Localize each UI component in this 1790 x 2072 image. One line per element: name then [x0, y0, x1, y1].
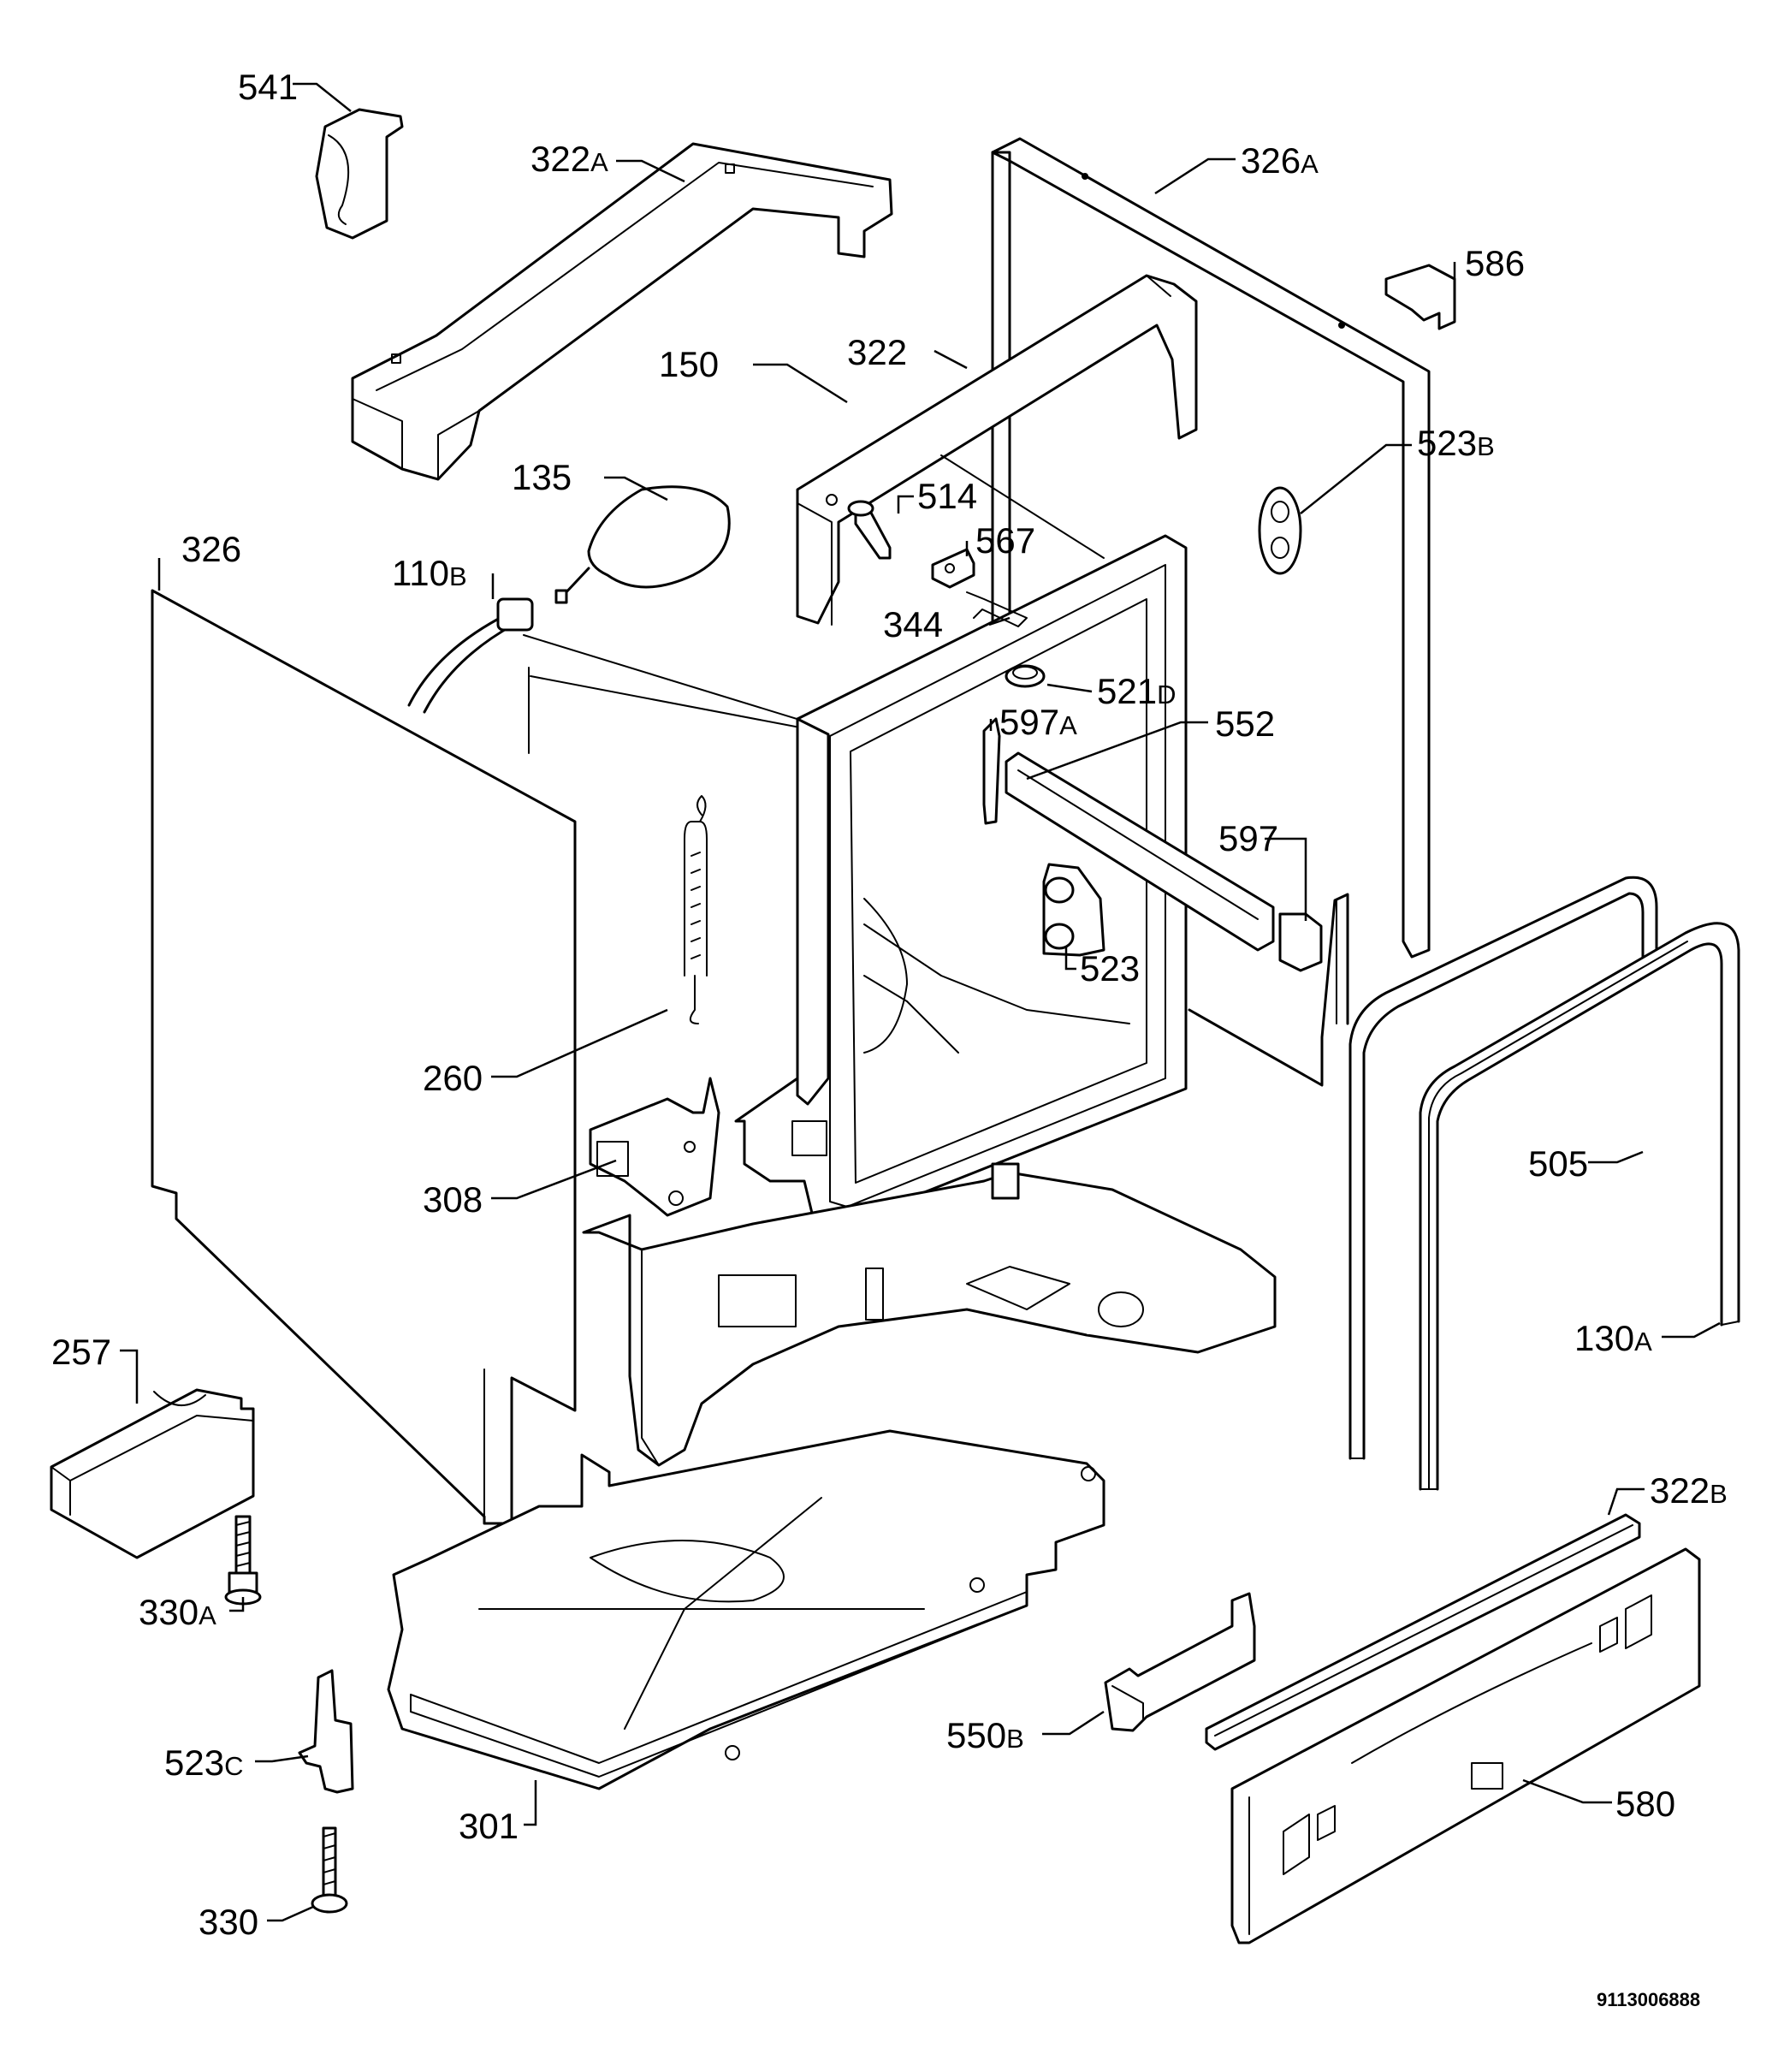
callout-567: 567 — [975, 520, 1035, 561]
part-308-hinge — [589, 1077, 720, 1217]
part-514-pin — [847, 500, 892, 560]
callout-580: 580 — [1615, 1784, 1675, 1824]
part-135-detergent-lid — [554, 485, 731, 604]
part-322a-top-rear-bracket — [351, 142, 893, 481]
callout-257: 257 — [51, 1332, 111, 1372]
callout-523c: 523C — [164, 1742, 243, 1783]
callout-110b: 110B — [392, 553, 467, 593]
callout-344: 344 — [883, 604, 943, 644]
part-541-clip — [315, 108, 404, 240]
part-344-spring-clip — [966, 591, 1028, 627]
drawing-code: 9113006888 — [1597, 1989, 1700, 2010]
part-523-valve — [1042, 863, 1105, 957]
part-tub-outline — [523, 454, 1105, 754]
callout-523: 523 — [1080, 948, 1140, 989]
part-130a-seal — [1419, 922, 1740, 1491]
part-330-screw — [311, 1826, 348, 1914]
callout-322: 322 — [847, 332, 907, 372]
callout-326a: 326A — [1241, 140, 1319, 181]
callout-301: 301 — [459, 1806, 519, 1846]
callout-552: 552 — [1215, 704, 1275, 744]
part-586-bracket — [1384, 264, 1456, 330]
part-322b-kick-rail — [1205, 1513, 1641, 1751]
part-301-bottom-pan — [387, 1429, 1105, 1790]
callout-322b: 322B — [1650, 1470, 1728, 1511]
callout-550b: 550B — [946, 1715, 1024, 1755]
callout-330: 330 — [199, 1902, 258, 1942]
part-257-foot — [50, 1388, 255, 1559]
callout-597: 597 — [1218, 818, 1278, 858]
callout-330a: 330A — [139, 1592, 216, 1632]
part-580-kickplate — [1230, 1547, 1701, 1944]
callout-597a: 597A — [999, 702, 1077, 742]
callout-308: 308 — [423, 1179, 483, 1220]
part-521d-cap — [1005, 664, 1046, 688]
part-597-clip — [1278, 912, 1323, 972]
part-330a-screw — [224, 1515, 262, 1606]
part-523c-bracket — [298, 1669, 354, 1794]
callout-322a: 322A — [530, 139, 608, 179]
callout-514: 514 — [917, 476, 977, 516]
callout-541: 541 — [238, 67, 298, 107]
callout-260: 260 — [423, 1058, 483, 1098]
callout-labels: 541 322A 326A 586 150 322 523B 135 514 5… — [51, 67, 1728, 1942]
callout-135: 135 — [512, 457, 572, 497]
part-base-frame — [582, 1162, 1277, 1467]
part-552-rail — [1005, 751, 1275, 952]
callout-505: 505 — [1528, 1143, 1588, 1184]
part-597a-clip — [982, 717, 1001, 825]
callout-150: 150 — [659, 344, 719, 384]
callout-130a: 130A — [1574, 1318, 1652, 1358]
part-326-side-panel — [151, 589, 577, 1525]
callout-521d: 521D — [1097, 671, 1176, 711]
callout-523b: 523B — [1417, 423, 1495, 463]
part-322-top-front-frame — [796, 274, 1198, 626]
part-550b-bracket — [1104, 1592, 1256, 1732]
callout-326: 326 — [181, 529, 241, 569]
leader-lines — [120, 82, 1721, 1922]
part-523b-grommet — [1258, 486, 1302, 575]
part-110b-hose — [407, 597, 534, 714]
part-260-spring — [684, 795, 708, 1024]
part-tub-front-frame — [734, 534, 1188, 1227]
callout-586: 586 — [1465, 243, 1525, 283]
